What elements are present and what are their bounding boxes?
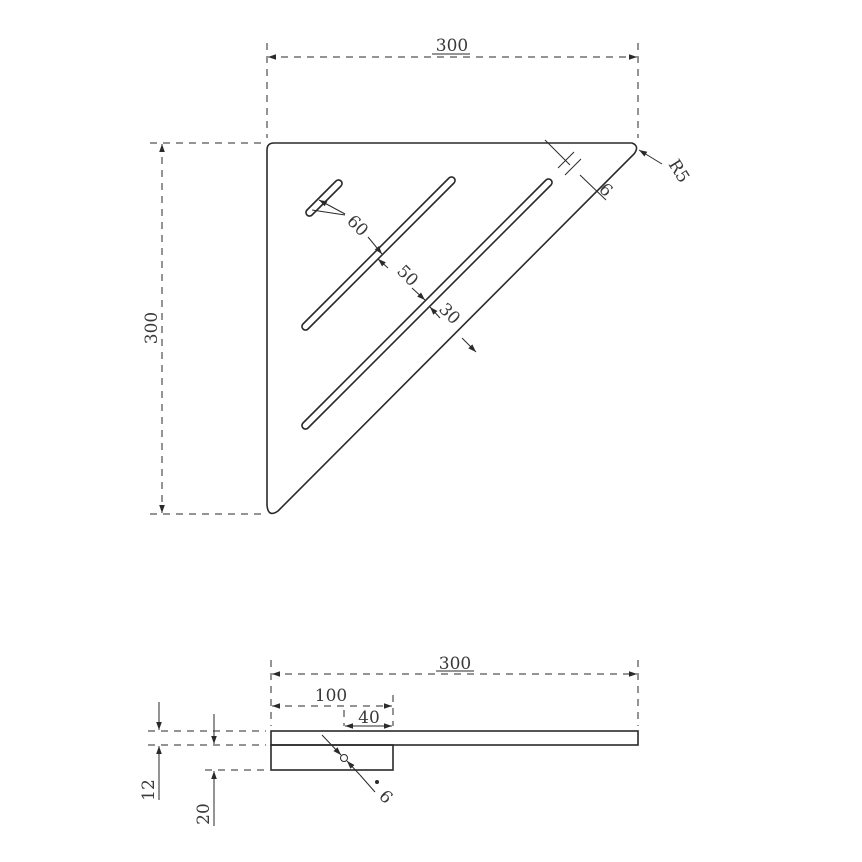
dim-label-bracket: 100 [315, 686, 347, 706]
hole-marker-dot [375, 780, 379, 784]
shelf-plate [270, 730, 639, 746]
dim-label-50: 50 [392, 261, 421, 290]
dim-label-radius: R5 [664, 156, 693, 187]
dim-label-hole-dia: 6 [374, 786, 396, 808]
shelf-outline [266, 142, 638, 515]
side-view: 300 100 40 12 20 6 [139, 654, 639, 826]
dim-arrow-50b [411, 287, 426, 301]
dim-arrow-60a [318, 199, 346, 215]
slot-middle [301, 176, 456, 331]
dim-tick [564, 158, 582, 176]
dim-label-slot-width: 6 [594, 179, 616, 201]
dim-leader-radius [638, 149, 663, 165]
dim-label-length: 300 [439, 654, 471, 674]
mounting-hole [340, 754, 348, 762]
dim-arrow-50a [377, 258, 389, 269]
dim-label-hole-offset: 40 [358, 708, 380, 728]
dim-label-30: 30 [434, 299, 463, 328]
dim-arrow-60b [367, 236, 383, 255]
dim-arrow-hole-a [321, 734, 342, 756]
dim-tick [557, 151, 575, 169]
dim-arrow-hole-b [346, 760, 361, 776]
dim-label-height: 300 [142, 312, 162, 344]
top-view: 300 300 R5 6 60 50 30 [142, 36, 693, 515]
dim-label-thickness: 12 [139, 779, 159, 801]
dim-arrow-30b [461, 337, 477, 353]
slot-short [305, 179, 343, 217]
dim-label-width: 300 [436, 36, 468, 56]
dim-leader-slot-width [579, 174, 607, 201]
dim-label-60: 60 [342, 211, 371, 240]
dim-arrow-30a [429, 306, 441, 319]
dim-label-height: 20 [194, 803, 214, 825]
dim-leader [359, 774, 376, 793]
dim-leader-60 [311, 209, 346, 216]
bracket [270, 744, 394, 771]
slot-long [301, 178, 553, 430]
